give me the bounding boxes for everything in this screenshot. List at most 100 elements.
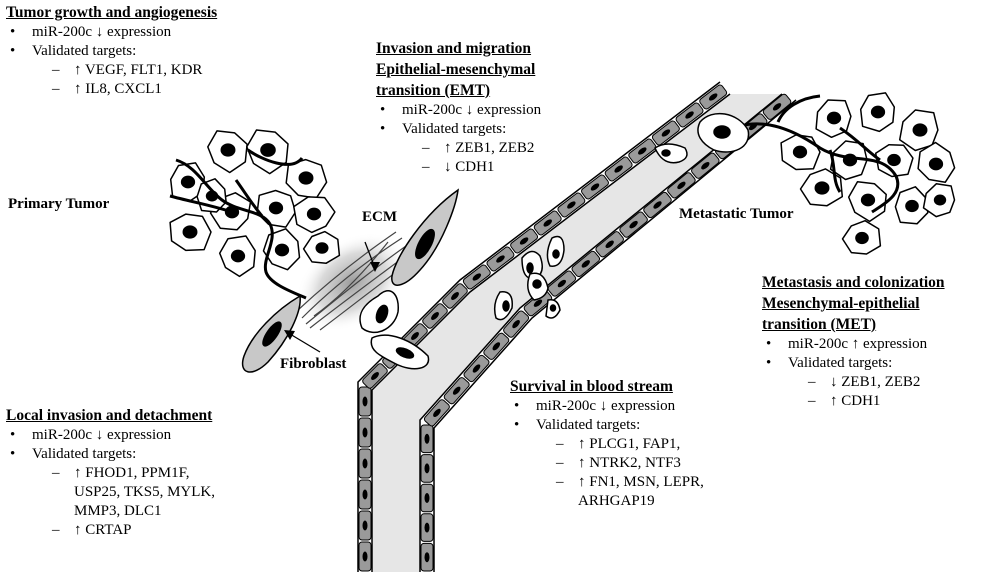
endothelial-cell bbox=[462, 264, 491, 290]
primary-tumor bbox=[169, 129, 341, 278]
metastatic-tumor-membrane bbox=[739, 94, 900, 214]
endothelial-cell bbox=[628, 138, 657, 164]
invasion-target: –↑ ZEB1, ZEB2 bbox=[422, 140, 535, 156]
invasion-expression: miR-200c ↓ expression bbox=[376, 101, 541, 120]
invasion-heading-line1: Invasion and migration bbox=[376, 40, 532, 57]
endothelial-cell bbox=[358, 541, 372, 572]
tumor-cell bbox=[218, 235, 256, 278]
circulating-cells bbox=[493, 143, 688, 321]
endothelial-cell bbox=[533, 210, 562, 236]
blood-vessel bbox=[357, 81, 797, 572]
tumor-growth-target: –↑ IL8, CXCL1 bbox=[52, 81, 162, 97]
local-invasion-target: –↑ FHOD1, PPM1F, bbox=[52, 465, 190, 481]
survival-block: Survival in blood stream miR-200c ↓ expr… bbox=[510, 376, 704, 511]
survival-targets-label: Validated targets: bbox=[510, 416, 704, 435]
endothelial-cell bbox=[547, 270, 577, 297]
tumor-cell bbox=[256, 189, 297, 228]
local-invasion-target-cont: USP25, TKS5, MYLK, bbox=[74, 484, 215, 500]
tumor-growth-targets-label: Validated targets: bbox=[6, 42, 217, 61]
endothelial-cell bbox=[675, 102, 704, 128]
endothelial-cell bbox=[762, 93, 792, 120]
endothelial-cell bbox=[358, 479, 372, 510]
local-invasion-target-cont: MMP3, DLC1 bbox=[74, 503, 162, 519]
endothelial-cell bbox=[595, 231, 624, 258]
invasion-targets-label: Validated targets: bbox=[376, 120, 541, 139]
endothelial-cell bbox=[358, 510, 372, 541]
survival-target-cont: ARHGAP19 bbox=[578, 493, 655, 509]
endothelial-cell bbox=[443, 377, 470, 405]
invading-cells bbox=[241, 188, 459, 373]
ecm-label: ECM bbox=[362, 209, 397, 225]
endothelial-cell bbox=[667, 172, 696, 199]
invasion-heading-line3: transition (EMT) bbox=[376, 82, 491, 99]
tumor-growth-heading: Tumor growth and angiogenesis bbox=[6, 4, 218, 21]
survival-target: –↑ FN1, MSN, LEPR, bbox=[556, 474, 704, 490]
survival-target: –↑ PLCG1, FAP1, bbox=[556, 436, 681, 452]
invasion-heading-line2: Epithelial-mesenchymal bbox=[376, 61, 536, 78]
endothelial-cell bbox=[699, 84, 728, 110]
tumor-growth-target: –↑ VEGF, FLT1, KDR bbox=[52, 62, 203, 78]
endothelial-cell bbox=[510, 228, 539, 254]
metastatic-tumor-label: Metastatic Tumor bbox=[679, 206, 794, 222]
fibroblast-pointer bbox=[284, 330, 321, 353]
endothelial-cell bbox=[423, 399, 450, 427]
survival-heading: Survival in blood stream bbox=[510, 378, 673, 395]
primary-tumor-membrane bbox=[169, 148, 307, 300]
endothelial-cell bbox=[557, 192, 586, 218]
tumor-cell bbox=[841, 219, 882, 255]
metastasis-target: –↑ CDH1 bbox=[808, 393, 881, 409]
endothelial-cell bbox=[422, 303, 448, 329]
tumor-cell bbox=[874, 143, 914, 178]
metastatic-tumor bbox=[780, 92, 956, 255]
endothelial-cell bbox=[651, 120, 680, 146]
endothelial-cell bbox=[420, 513, 434, 542]
endothelial-cell bbox=[358, 386, 372, 417]
endothelial-cell bbox=[503, 310, 530, 338]
fibroblast-label: Fibroblast bbox=[280, 356, 347, 372]
local-invasion-block: Local invasion and detachment miR-200c ↓… bbox=[6, 405, 215, 540]
endothelial-cell bbox=[362, 363, 388, 389]
endothelial-cell bbox=[581, 174, 609, 200]
tumor-cell bbox=[285, 158, 328, 199]
metastasis-heading-line1: Metastasis and colonization bbox=[762, 274, 945, 291]
invasion-target: –↓ CDH1 bbox=[422, 159, 495, 175]
metastasis-target: –↓ ZEB1, ZEB2 bbox=[808, 374, 921, 390]
tumor-cell bbox=[780, 134, 821, 171]
tumor-cell bbox=[922, 183, 956, 218]
extravasating-cell bbox=[697, 112, 750, 153]
metastasis-heading-line3: transition (MET) bbox=[762, 316, 877, 333]
tumor-cell bbox=[859, 92, 896, 133]
tumor-growth-block: Tumor growth and angiogenesis miR-200c ↓… bbox=[6, 2, 217, 99]
metastasis-targets-label: Validated targets: bbox=[762, 354, 945, 373]
endothelial-cell bbox=[571, 250, 601, 278]
endothelial-cell bbox=[442, 283, 468, 309]
tumor-growth-expression: miR-200c ↓ expression bbox=[6, 23, 217, 42]
tumor-cell bbox=[293, 196, 336, 234]
tumor-cell bbox=[302, 230, 341, 264]
tumor-cell bbox=[799, 168, 844, 207]
metastasis-expression: miR-200c ↑ expression bbox=[762, 335, 945, 354]
primary-tumor-label: Primary Tumor bbox=[8, 196, 110, 212]
endothelial-cell bbox=[691, 152, 720, 179]
tumor-cell bbox=[207, 130, 248, 174]
metastasis-heading-line2: Mesenchymal-epithelial bbox=[762, 295, 920, 312]
endothelial-cell bbox=[486, 246, 515, 272]
endothelial-cell bbox=[483, 332, 510, 360]
tumor-cell bbox=[169, 213, 212, 252]
tumor-cell bbox=[894, 186, 929, 225]
endothelial-cell bbox=[604, 156, 633, 182]
local-invasion-targets-label: Validated targets: bbox=[6, 445, 215, 464]
local-invasion-target: –↑ CRTAP bbox=[52, 522, 132, 538]
endothelial-cell bbox=[420, 454, 434, 483]
endothelial-cell bbox=[643, 191, 672, 219]
endothelial-cell bbox=[358, 417, 372, 448]
local-invasion-expression: miR-200c ↓ expression bbox=[6, 426, 215, 445]
survival-target: –↑ NTRK2, NTF3 bbox=[556, 455, 681, 471]
endothelial-cell bbox=[420, 424, 434, 454]
survival-expression: miR-200c ↓ expression bbox=[510, 397, 704, 416]
tumor-cell bbox=[847, 181, 887, 223]
invasion-migration-block: Invasion and migration Epithelial-mesenc… bbox=[376, 38, 541, 177]
tumor-cell bbox=[917, 141, 956, 183]
endothelial-cell bbox=[358, 448, 372, 479]
